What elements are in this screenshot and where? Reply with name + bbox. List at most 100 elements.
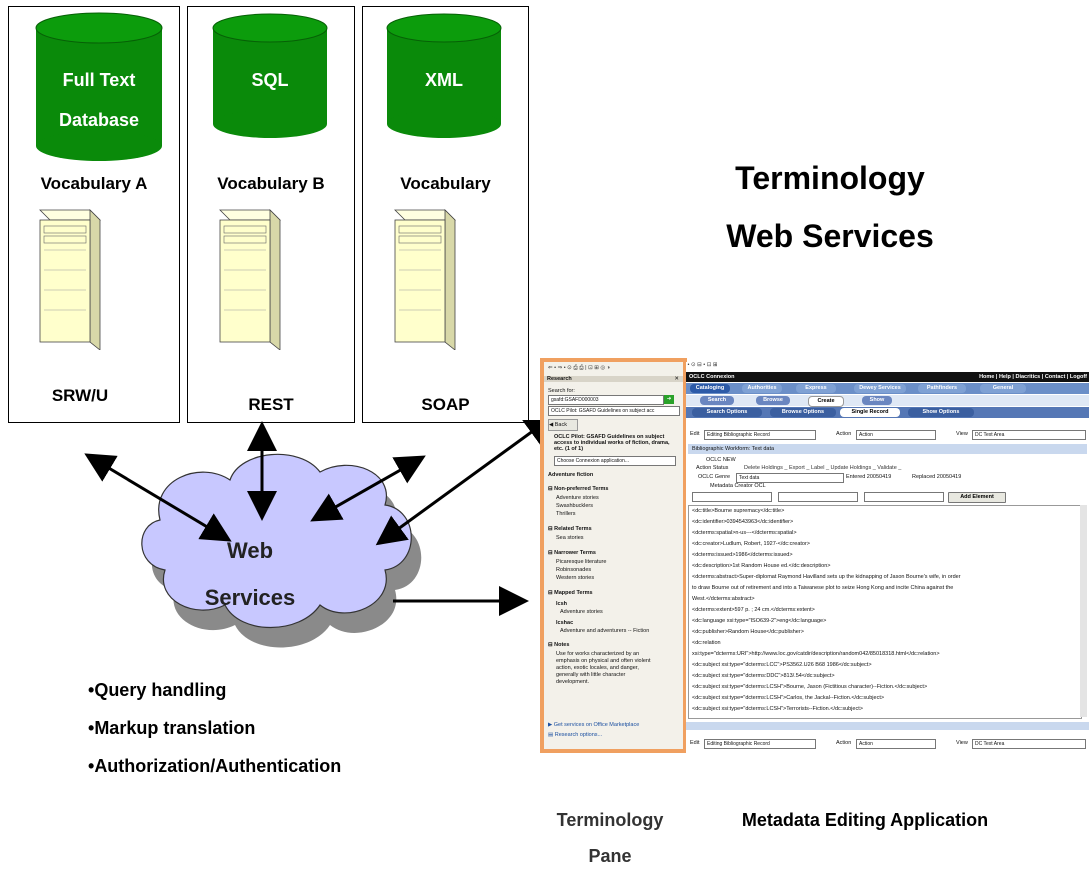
metadata-app: • ⊙ ⊟ • ⊡ ⊞ OCLC Connexion Home | Help |… — [686, 362, 1089, 759]
action-label-bottom: Action — [836, 740, 852, 746]
list-item[interactable]: Picaresque literature — [556, 559, 607, 565]
xml-line: <dc:title>Bourne supremacy</dc:title> — [692, 508, 785, 514]
database-xml-icon — [386, 13, 502, 138]
workform-title: Bibliographic Workform: Text data — [688, 444, 1087, 454]
single-record-select[interactable]: Single Record — [840, 408, 900, 417]
edit-select-bottom[interactable]: Editing Bibliographic Record — [704, 739, 816, 749]
xml-line: <dcterms:issued>1986</dcterms:issued> — [692, 552, 793, 558]
group-mapped[interactable]: ⊟ Mapped Terms — [548, 590, 593, 596]
feature-2: •Markup translation — [88, 718, 256, 738]
search-input[interactable]: gsafd:GSAFD000003 — [548, 395, 664, 405]
xml-line: <dc:subject xsi:type="dcterms:DDC">813/.… — [692, 673, 835, 679]
search-options-select[interactable]: Search Options — [692, 408, 762, 417]
element-select-1[interactable] — [692, 492, 772, 502]
element-select-2[interactable] — [778, 492, 858, 502]
pane-toolbar: ⇐ • ⇒ • ⊙ ⎙ ⎙ | ⊡ ⊞ ◎ ◑ — [548, 365, 611, 371]
server-c-icon — [394, 209, 456, 350]
oclc-label: OCLC NEW — [706, 457, 736, 463]
group-narrower[interactable]: ⊟ Narrower Terms — [548, 550, 596, 556]
view-select[interactable]: DC Text Area — [972, 430, 1086, 440]
list-item[interactable]: Adventure stories — [556, 495, 599, 501]
edit-label: Edit — [690, 431, 700, 437]
xml-text-area[interactable] — [688, 505, 1082, 719]
xml-line: <dcterms:abstract>Super-diplomat Raymond… — [692, 574, 961, 580]
list-item: emphasis on physical and often violent — [556, 658, 651, 664]
xml-line: <dc:description>1st Random House ed.</dc… — [692, 563, 831, 569]
cloud-label-2: Services — [204, 585, 296, 610]
search-button[interactable]: Search — [700, 396, 734, 405]
list-item: lcsh — [556, 601, 568, 607]
feature-1: •Query handling — [88, 680, 227, 700]
vocabulary-c-label: Vocabulary — [400, 174, 491, 193]
action-select[interactable]: Action — [856, 430, 936, 440]
tab-authorities[interactable]: Authorities — [742, 384, 782, 393]
edit-select[interactable]: Editing Bibliographic Record — [704, 430, 816, 440]
app-brand: OCLC Connexion — [689, 374, 735, 380]
list-item[interactable]: Swashbucklers — [556, 503, 593, 509]
entered-label: Entered 20050419 — [846, 474, 892, 480]
caption-app: Metadata Editing Application — [741, 810, 989, 830]
protocol-a-label: SRW/U — [51, 386, 109, 405]
xml-line: <dcterms:spatial>n-us---</dcterms:spatia… — [692, 530, 797, 536]
pane-header: Research — [544, 376, 683, 382]
search-label: Search for: — [548, 388, 575, 394]
database-sql-icon — [212, 13, 328, 138]
browse-options-select[interactable]: Browse Options — [770, 408, 836, 417]
source-select[interactable]: OCLC Pilot: GSAFD Guidelines on subject … — [548, 406, 680, 416]
group-nonpreferred[interactable]: ⊟ Non-preferred Terms — [548, 486, 609, 492]
action-select-bottom[interactable]: Action — [856, 739, 936, 749]
choose-app-select[interactable]: Choose Connexion application... — [554, 456, 676, 466]
caption-pane-1: Terminology — [556, 810, 664, 830]
genre-label: OCLC Genre — [698, 474, 731, 480]
list-item[interactable]: Sea stories — [556, 535, 584, 541]
list-item[interactable]: Adventure stories — [560, 609, 603, 615]
back-button[interactable]: ◀ Back — [548, 419, 578, 431]
group-notes[interactable]: ⊟ Notes — [548, 642, 570, 648]
db-label-a-1: Full Text — [62, 70, 136, 90]
feature-3: •Authorization/Authentication — [88, 756, 342, 776]
edit-label-bottom: Edit — [690, 740, 700, 746]
xml-line: West.</dcterms:abstract> — [692, 596, 755, 602]
element-select-3[interactable] — [864, 492, 944, 502]
add-element-button[interactable]: Add Element — [948, 492, 1006, 503]
xml-line: <dc:creator>Ludlum, Robert, 1927-</dc:cr… — [692, 541, 811, 547]
database-full-text-icon — [35, 12, 163, 161]
show-button[interactable]: Show — [862, 396, 892, 405]
cloud-and-arrows — [84, 420, 556, 648]
xml-line: <dc:subject xsi:type="dcterms:LCC">PS356… — [692, 662, 872, 668]
group-related[interactable]: ⊟ Related Terms — [548, 526, 592, 532]
close-icon[interactable]: ✕ — [674, 376, 679, 382]
view-label: View — [956, 431, 968, 437]
tab-general[interactable]: General — [980, 384, 1026, 393]
list-item[interactable]: Western stories — [556, 575, 595, 581]
server-a-icon — [39, 209, 101, 350]
list-item: Use for works characterized by an — [556, 651, 640, 657]
tab-dewey[interactable]: Dewey Services — [854, 384, 906, 393]
list-item: generally with little character — [556, 672, 626, 678]
list-item[interactable]: Robinsonades — [556, 567, 592, 573]
go-arrow-icon[interactable]: ➜ — [664, 395, 674, 404]
status-links[interactable]: Delete Holdings _ Export _ Label _ Updat… — [744, 465, 902, 471]
create-button[interactable]: Create — [808, 396, 844, 407]
action-status-label: Action Status — [696, 465, 729, 471]
tab-express[interactable]: Express — [796, 384, 836, 393]
vocabulary-a-label: Vocabulary A — [40, 174, 148, 193]
show-options-select[interactable]: Show Options — [908, 408, 974, 417]
marketplace-link[interactable]: ▶ Get services on Office Marketplace — [548, 722, 640, 728]
genre-select[interactable]: Text data — [736, 473, 844, 483]
arrow-pane — [375, 420, 556, 546]
research-options-link[interactable]: ▤ Research options... — [548, 732, 603, 738]
bottom-bar — [686, 722, 1089, 730]
xml-line: <dc:subject xsi:type="dcterms:LCSH">Bour… — [692, 684, 928, 690]
list-item: development. — [556, 679, 590, 685]
browse-button[interactable]: Browse — [756, 396, 790, 405]
vertical-scrollbar[interactable] — [1080, 505, 1087, 717]
top-links[interactable]: Home | Help | Diacritics | Contact | Log… — [979, 374, 1087, 380]
view-select-bottom[interactable]: DC Text Area — [972, 739, 1086, 749]
cloud-label-1: Web — [226, 538, 274, 563]
list-item[interactable]: Adventure and adventurers -- Fiction — [560, 628, 650, 634]
protocol-c-label: SOAP — [421, 395, 470, 414]
tab-cataloging[interactable]: Cataloging — [690, 384, 730, 393]
list-item[interactable]: Thrillers — [556, 511, 576, 517]
tab-pathfinders[interactable]: Pathfinders — [918, 384, 966, 393]
